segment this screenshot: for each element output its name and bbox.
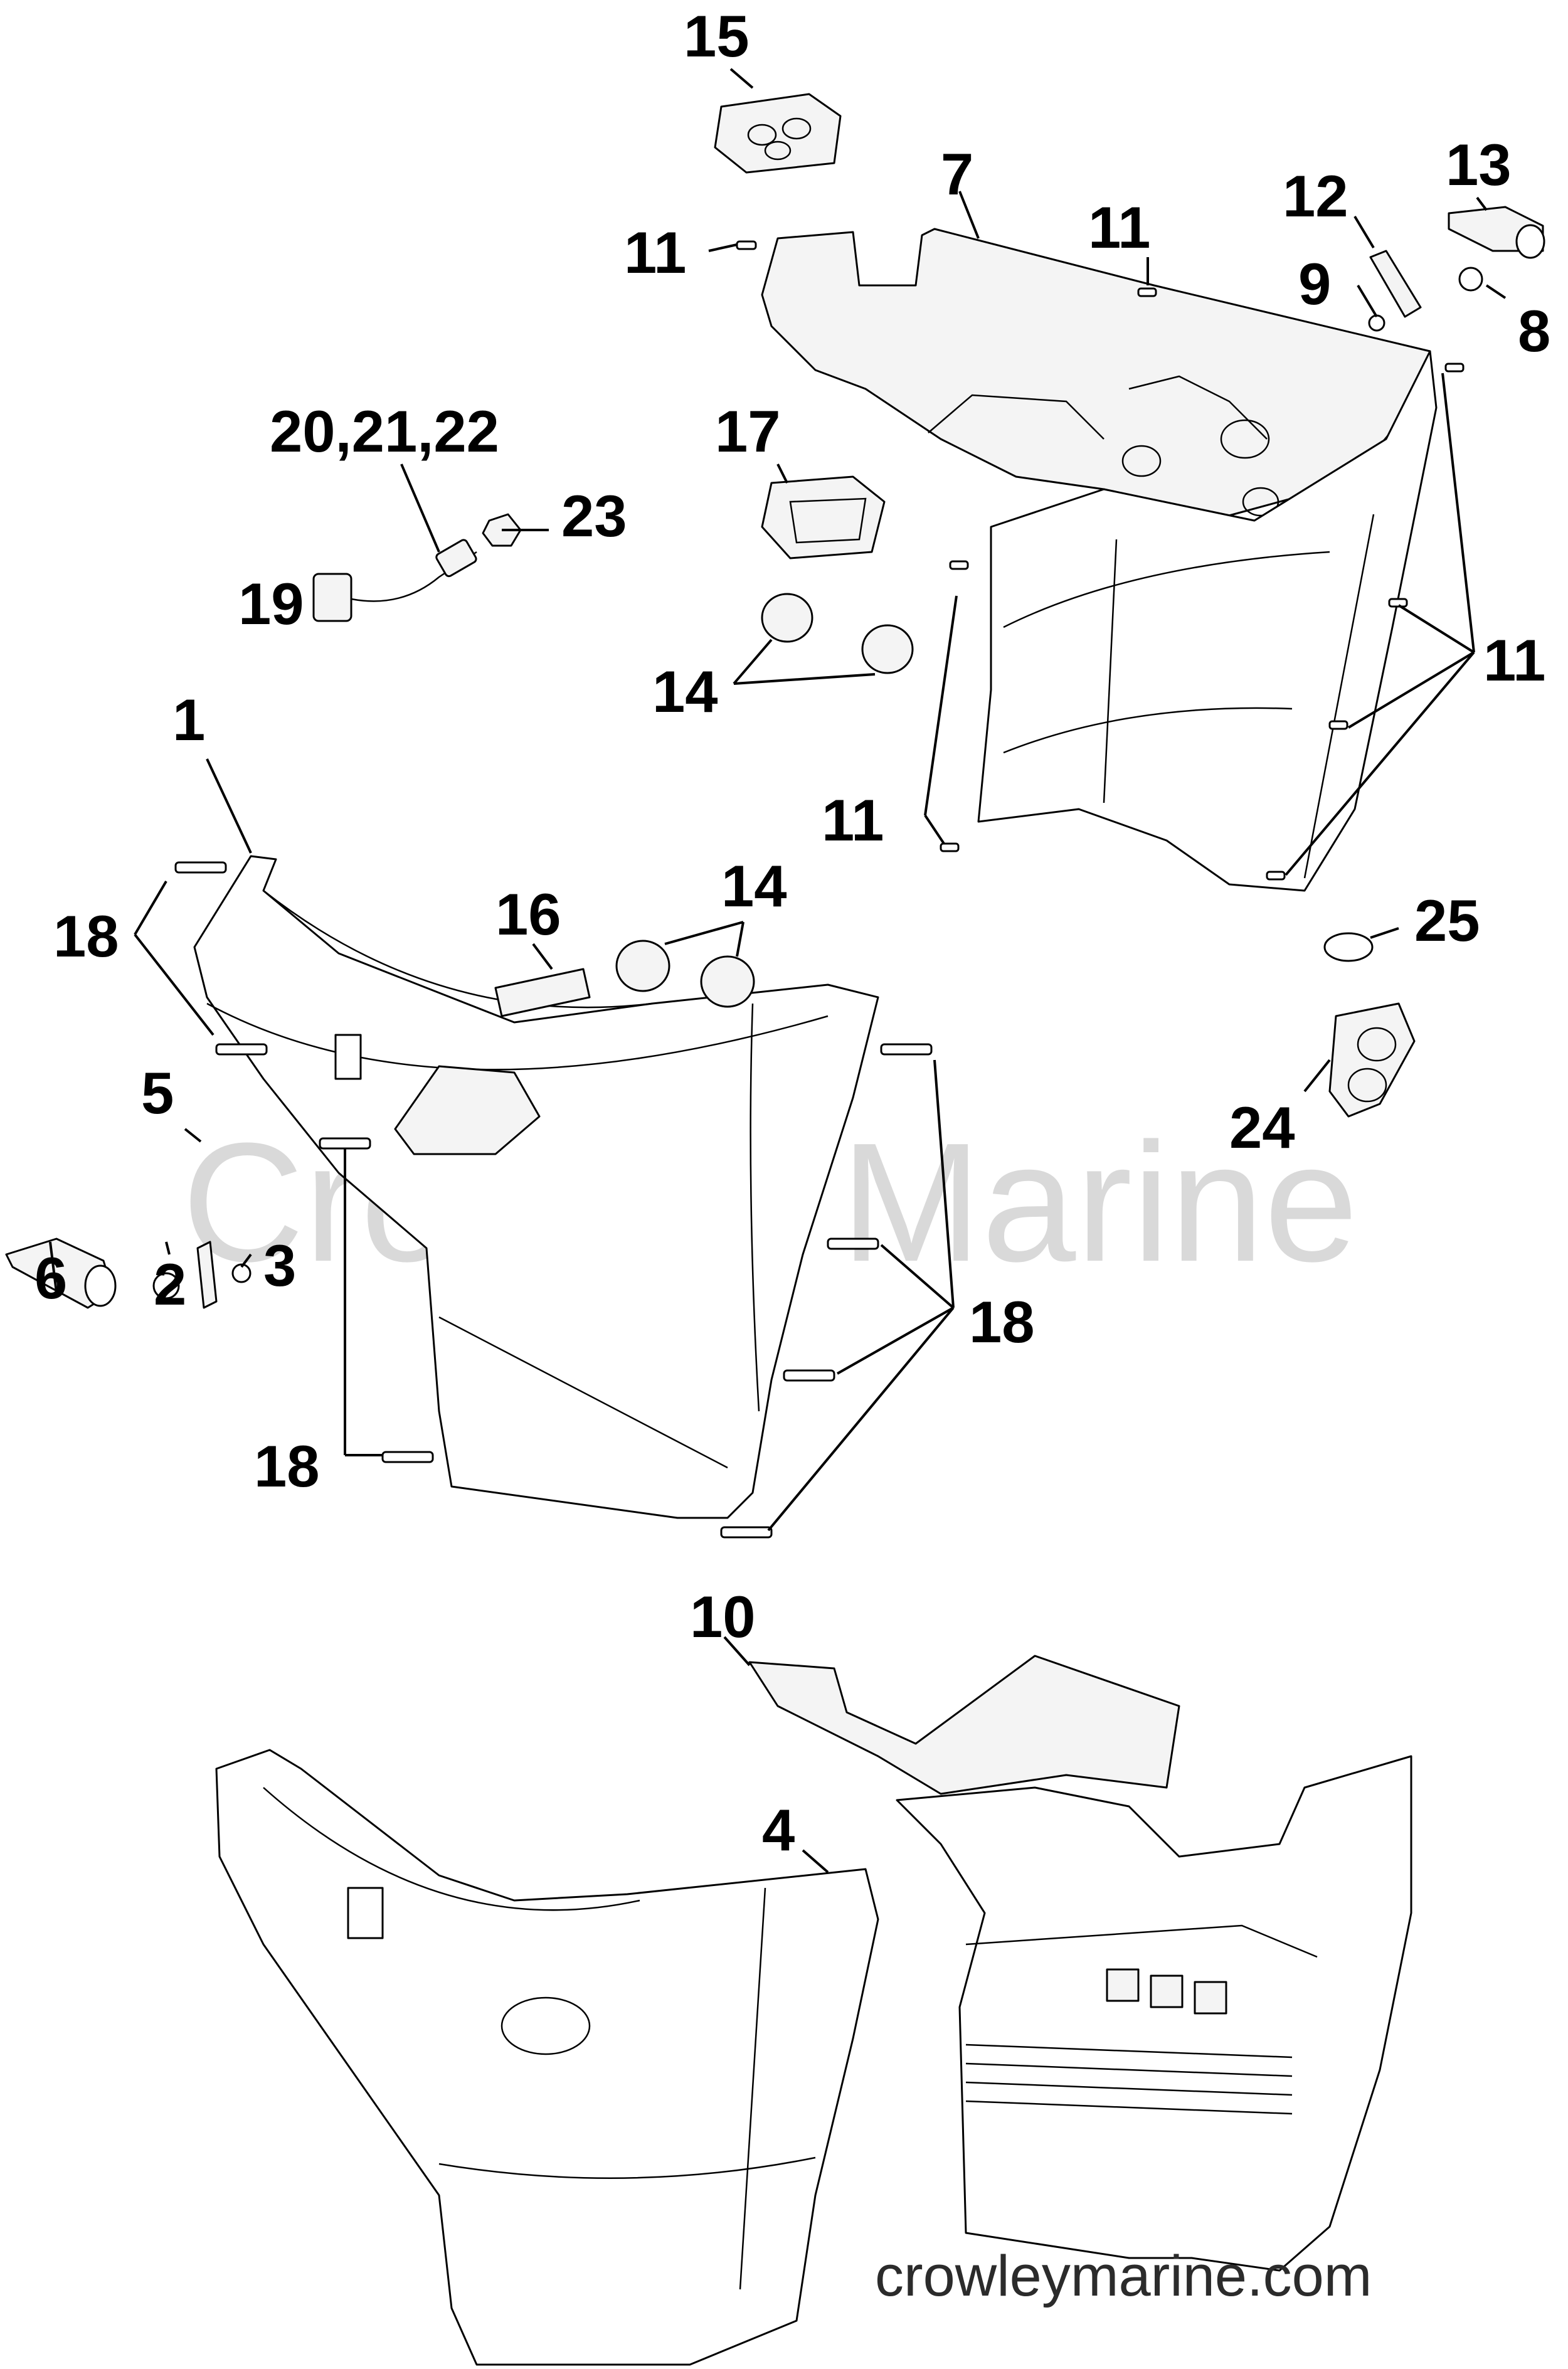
callout-3: 3	[263, 1232, 296, 1298]
callout-13: 13	[1446, 132, 1512, 198]
callout-18-left: 18	[53, 903, 119, 969]
callout-6: 6	[34, 1245, 67, 1311]
footer-website: crowleymarine.com	[875, 2244, 1372, 2308]
callout-11-right: 11	[1483, 627, 1545, 693]
part-1-lower-cowl	[193, 855, 879, 1519]
leader-lines	[49, 68, 1507, 1873]
callout-11-left: 11	[822, 787, 884, 853]
callout-2: 2	[154, 1251, 186, 1317]
callout-17: 17	[715, 398, 781, 464]
part-15-grommet	[714, 93, 842, 174]
part-14-plugs	[615, 593, 914, 1008]
callout-9: 9	[1298, 251, 1331, 317]
part-17-latch	[761, 475, 886, 559]
part-7-side-panel	[977, 350, 1438, 892]
callout-1: 1	[172, 687, 205, 753]
callout-24: 24	[1229, 1094, 1295, 1160]
callout-16: 16	[495, 881, 561, 947]
callout-14-lower: 14	[721, 853, 787, 919]
callout-8: 8	[1518, 298, 1550, 364]
callout-4: 4	[762, 1797, 795, 1863]
callout-11-top-left: 11	[624, 220, 686, 285]
part-10-lower-cowl-starboard	[748, 1655, 1412, 2272]
parts-8-9-12-13-hardware	[1368, 206, 1545, 332]
part-19-harness	[312, 513, 522, 622]
callout-18-bottom: 18	[254, 1433, 320, 1499]
callout-25: 25	[1414, 888, 1480, 953]
callout-7: 7	[941, 141, 973, 207]
callout-14-upper: 14	[652, 659, 718, 724]
screws	[174, 240, 1465, 1539]
callout-18-right: 18	[969, 1289, 1035, 1355]
callout-11-top: 11	[1088, 194, 1150, 260]
callout-20-21-22: 20,21,22	[270, 398, 499, 464]
callout-19: 19	[238, 571, 304, 637]
callout-23: 23	[561, 483, 627, 549]
parts-5-2-3-6-hardware	[5, 1237, 252, 1309]
callout-labels: 15 7 11 11 12 13 9 8 20,21,22 17 23 19 1…	[34, 3, 1550, 1863]
callout-5: 5	[141, 1060, 174, 1126]
part-16-clip	[494, 968, 591, 1017]
callout-15: 15	[684, 3, 750, 69]
part-4-lower-cowl-port	[215, 1749, 879, 2366]
callout-10: 10	[690, 1584, 756, 1650]
parts-24-25-seal	[1323, 932, 1416, 1118]
callout-12: 12	[1283, 163, 1348, 229]
